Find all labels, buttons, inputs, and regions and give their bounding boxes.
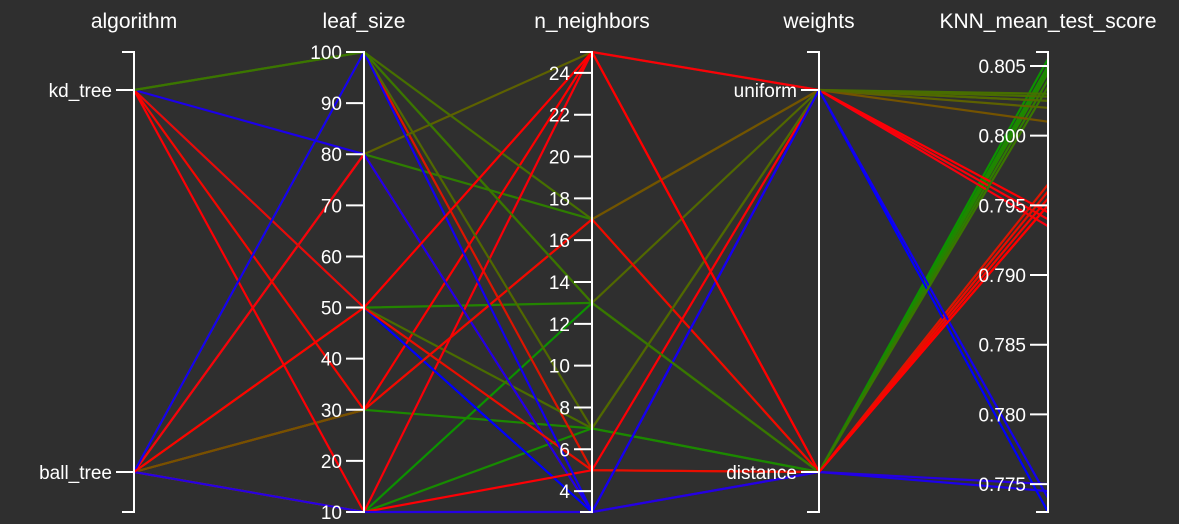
axis-line-KNN_mean_test_score bbox=[1036, 51, 1049, 513]
tick-label-KNN_mean_test_score-1: 0.780 bbox=[978, 405, 1026, 426]
axis-title-KNN_mean_test_score: KNN_mean_test_score bbox=[939, 10, 1156, 33]
axis-algorithm: algorithm ball_tree kd_tree bbox=[39, 10, 177, 513]
axis-line-leaf_size bbox=[352, 51, 365, 513]
tick-label-leaf_size-0: 10 bbox=[321, 503, 342, 524]
axis-leaf_size: leaf_size 10 20 30 40 50 60 70 80 90 100 bbox=[310, 10, 405, 524]
tick-label-leaf_size-2: 30 bbox=[321, 401, 342, 422]
tick-label-leaf_size-5: 60 bbox=[321, 247, 342, 268]
axis-n_neighbors: n_neighbors 4 6 8 10 12 14 16 18 20 22 24 bbox=[534, 10, 650, 513]
axis-title-algorithm: algorithm bbox=[91, 10, 177, 33]
tick-label-leaf_size-9: 100 bbox=[310, 43, 342, 64]
tick-label-n_neighbors-9: 22 bbox=[549, 106, 570, 127]
tick-label-KNN_mean_test_score-5: 0.800 bbox=[978, 127, 1026, 148]
axes-layer: algorithm ball_tree kd_tree leaf_size 10 20 30… bbox=[39, 10, 1156, 524]
tick-label-weights-0: distance bbox=[726, 463, 797, 484]
tick-label-leaf_size-8: 90 bbox=[321, 94, 342, 115]
tick-label-n_neighbors-8: 20 bbox=[549, 148, 570, 169]
tick-label-weights-1: uniform bbox=[734, 81, 797, 102]
tick-label-leaf_size-4: 50 bbox=[321, 299, 342, 320]
tick-label-KNN_mean_test_score-2: 0.785 bbox=[978, 336, 1026, 357]
tick-label-n_neighbors-5: 14 bbox=[549, 273, 571, 294]
tick-label-KNN_mean_test_score-6: 0.805 bbox=[978, 57, 1026, 78]
tick-label-n_neighbors-6: 16 bbox=[549, 231, 570, 252]
tick-label-KNN_mean_test_score-3: 0.790 bbox=[978, 266, 1026, 287]
axis-title-n_neighbors: n_neighbors bbox=[534, 10, 650, 33]
tick-label-n_neighbors-4: 12 bbox=[549, 315, 570, 336]
axis-title-weights: weights bbox=[782, 10, 854, 33]
tick-label-KNN_mean_test_score-4: 0.795 bbox=[978, 196, 1026, 217]
axis-line-weights bbox=[807, 51, 820, 513]
tick-label-algorithm-0: ball_tree bbox=[39, 463, 112, 484]
tick-label-leaf_size-7: 80 bbox=[321, 145, 342, 166]
tick-label-leaf_size-3: 40 bbox=[321, 350, 342, 371]
tick-label-leaf_size-1: 20 bbox=[321, 452, 342, 473]
axis-line-algorithm bbox=[122, 51, 135, 513]
tick-label-leaf_size-6: 70 bbox=[321, 196, 342, 217]
tick-label-n_neighbors-10: 24 bbox=[549, 64, 571, 85]
tick-label-n_neighbors-0: 4 bbox=[559, 482, 570, 503]
axis-weights: weights distance uniform bbox=[726, 10, 855, 513]
axis-KNN_mean_test_score: KNN_mean_test_score 0.775 0.780 0.785 0.790 0… bbox=[939, 10, 1157, 513]
tick-label-KNN_mean_test_score-0: 0.775 bbox=[978, 475, 1026, 496]
tick-label-n_neighbors-7: 18 bbox=[549, 189, 570, 210]
axis-title-leaf_size: leaf_size bbox=[323, 10, 406, 33]
tick-label-n_neighbors-1: 6 bbox=[559, 440, 570, 461]
tick-label-algorithm-1: kd_tree bbox=[49, 81, 112, 102]
tick-label-n_neighbors-2: 8 bbox=[559, 398, 570, 419]
tick-label-n_neighbors-3: 10 bbox=[549, 357, 570, 378]
